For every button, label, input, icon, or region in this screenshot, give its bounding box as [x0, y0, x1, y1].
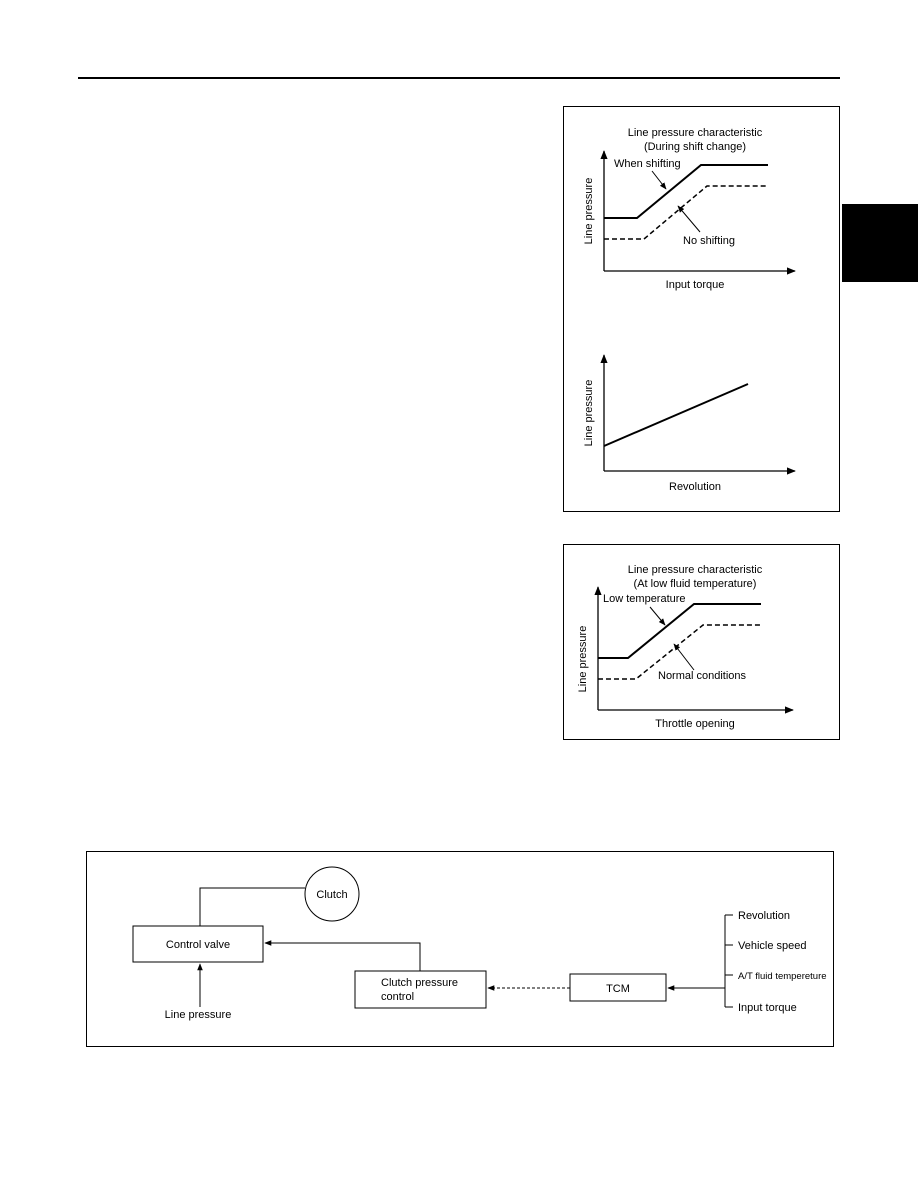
clutch-pressure-control-box [354, 970, 487, 1009]
chart2-xlabel: Revolution [669, 481, 721, 493]
header-rule [78, 77, 840, 79]
section-tab [842, 204, 918, 282]
clutch-node [304, 866, 360, 922]
chart1-pointer-no-shifting [677, 205, 701, 233]
chart2-series-line [603, 383, 749, 447]
clutch-pressure-control-label-line1: Clutch pressure [381, 977, 458, 989]
chart1-label-when-shifting: When shifting [614, 158, 681, 170]
clutch-label: Clutch [316, 889, 347, 901]
chart3-series-low-temperature [598, 603, 761, 659]
input-fluid-temperature: A/T fluid tempereture [738, 971, 827, 982]
chart3-title-line1: Line pressure characteristic [628, 564, 763, 576]
chart3-pointer-normal-conditions [673, 643, 695, 671]
chart1-ylabel: Line pressure [583, 178, 595, 245]
chart1-title-line2: (During shift change) [644, 141, 746, 153]
input-vehicle-speed: Vehicle speed [738, 940, 807, 952]
chart3-title-line2: (At low fluid temperature) [634, 578, 757, 590]
chart1-series-when-shifting [604, 164, 768, 219]
figure1-svg: Line pressure characteristic (During shi… [583, 127, 796, 493]
clutch-control-diagram: Clutch Control valve Clutch pressure con… [86, 851, 834, 1047]
input-input-torque: Input torque [738, 1002, 797, 1014]
chart1-xlabel: Input torque [666, 279, 725, 291]
chart3-pointer-low-temperature [649, 606, 666, 626]
chart1-pointer-when-shifting [651, 170, 667, 190]
figure-line-pressure-shift: Line pressure characteristic (During shi… [563, 106, 840, 512]
input-revolution: Revolution [738, 910, 790, 922]
clutch-pressure-control-label-line2: control [381, 991, 414, 1003]
control-valve-label: Control valve [166, 939, 230, 951]
control-valve-box [132, 925, 264, 963]
figure-line-pressure-temperature: Line pressure characteristic (At low flu… [563, 544, 840, 740]
chart3-label-normal-conditions: Normal conditions [658, 670, 747, 682]
diagram-svg: Clutch Control valve Clutch pressure con… [132, 866, 827, 1021]
chart3-xlabel: Throttle opening [655, 718, 735, 730]
figure2-svg: Line pressure characteristic (At low flu… [577, 564, 794, 730]
chart3-ylabel: Line pressure [577, 626, 589, 693]
chart1-label-no-shifting: No shifting [683, 235, 735, 247]
pressure-control-to-valve-line [264, 940, 421, 971]
tcm-label: TCM [606, 983, 630, 995]
chart1-title-line1: Line pressure characteristic [628, 127, 763, 139]
line-pressure-label: Line pressure [165, 1009, 232, 1021]
valve-to-clutch-line [199, 887, 305, 926]
chart3-label-low-temperature: Low temperature [603, 593, 686, 605]
chart3-series-normal-conditions [598, 624, 761, 680]
chart2-ylabel: Line pressure [583, 380, 595, 447]
chart1-series-no-shifting [604, 185, 768, 240]
